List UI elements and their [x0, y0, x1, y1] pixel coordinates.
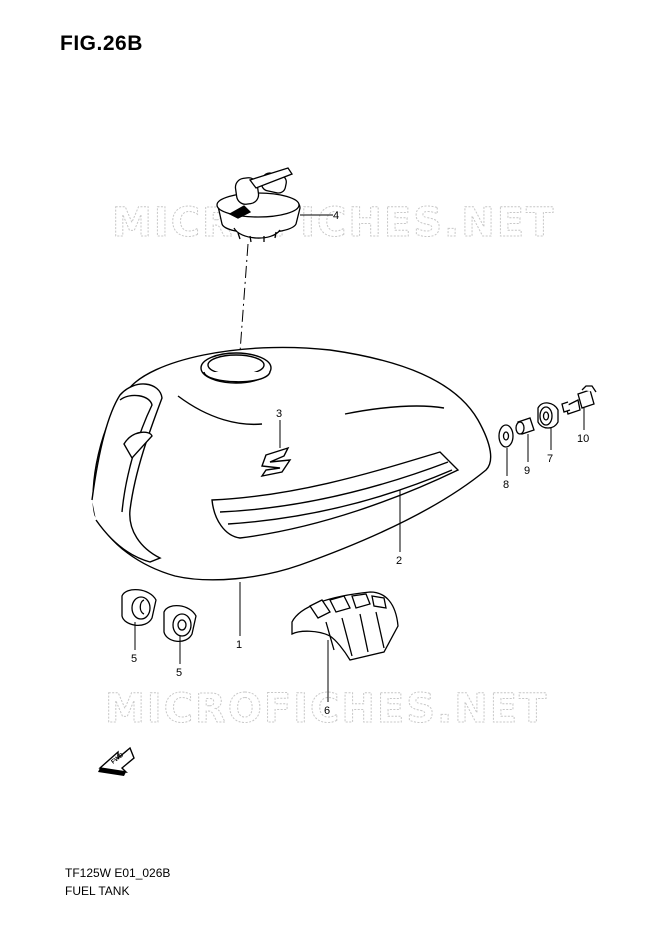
- callout-8: 8: [503, 479, 509, 491]
- callout-5b: 5: [176, 667, 182, 679]
- diagram-name: FUEL TANK: [65, 884, 130, 898]
- callout-4: 4: [333, 210, 339, 222]
- rubber-cushion-right: [163, 605, 197, 642]
- fuel-cap: [216, 167, 301, 243]
- callout-5a: 5: [131, 653, 137, 665]
- callout-10: 10: [577, 433, 589, 445]
- callout-7: 7: [547, 453, 553, 465]
- diagram-code: TF125W E01_026B: [65, 866, 171, 880]
- figure-title: FIG.26B: [60, 32, 143, 55]
- mount-cushion: [537, 402, 559, 429]
- watermark-top: MICROFICHES.NET: [112, 200, 555, 246]
- callout-6: 6: [324, 705, 330, 717]
- bolt: [561, 385, 597, 415]
- rubber-cushion-left: [121, 589, 157, 626]
- washer: [498, 424, 514, 448]
- callout-3: 3: [276, 408, 282, 420]
- callout-1: 1: [236, 639, 242, 651]
- collar: [515, 417, 535, 435]
- fuel-tank: [91, 346, 492, 581]
- callout-2: 2: [396, 555, 402, 567]
- callout-9: 9: [524, 465, 530, 477]
- watermark-bottom: MICROFICHES.NET: [105, 686, 548, 732]
- fwd-arrow-icon: FWD: [98, 746, 135, 776]
- tank-cushion: [291, 591, 399, 661]
